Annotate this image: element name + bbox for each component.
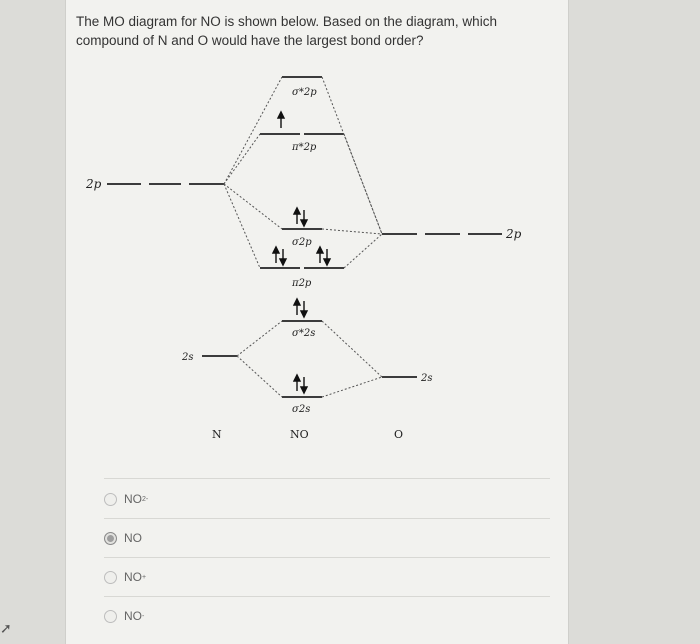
column-label-o: O [394, 428, 403, 441]
corr-line [321, 376, 383, 398]
radio-button-selected[interactable] [104, 531, 117, 545]
corr-line [321, 320, 383, 378]
label-sigma-star-2s: σ*2s [292, 328, 315, 339]
corr-line [223, 183, 283, 230]
label-n-2s: 2s [181, 352, 194, 363]
option-charge: 2- [142, 495, 149, 503]
corr-line [236, 355, 283, 398]
option-no[interactable]: NO [104, 528, 142, 548]
label-o-2p: 2p [505, 227, 522, 241]
radio-button[interactable] [104, 609, 117, 623]
label-n-2p: 2p [85, 177, 102, 191]
electron-pair-arrows [315, 245, 332, 267]
divider [104, 557, 550, 558]
cursor-arrow-icon: ➚ [0, 620, 12, 636]
corr-line [223, 76, 283, 185]
divider [104, 596, 550, 597]
radio-button[interactable] [104, 492, 117, 506]
corr-line [223, 183, 261, 269]
corr-line [223, 133, 261, 185]
corr-line [343, 233, 383, 269]
column-label-n: N [212, 428, 222, 441]
divider [104, 478, 550, 479]
corr-line [236, 320, 283, 357]
label-sigma-2p: σ2p [292, 237, 312, 248]
label-o-2s: 2s [420, 373, 433, 384]
corr-line [321, 76, 383, 235]
label-sigma-star-2p: σ*2p [292, 87, 317, 98]
corr-line [343, 133, 383, 235]
option-no-minus[interactable]: NO- [104, 606, 144, 626]
question-card [66, 0, 568, 644]
radio-button[interactable] [104, 570, 117, 584]
option-label: NO [124, 492, 142, 506]
electron-up-arrow [276, 110, 286, 128]
option-label: NO [124, 531, 142, 545]
label-sigma-2s: σ2s [292, 404, 310, 415]
option-no-plus[interactable]: NO+ [104, 567, 146, 587]
electron-pair-arrows [292, 297, 309, 319]
column-label-no: NO [290, 428, 309, 441]
option-charge: - [142, 612, 145, 620]
divider [104, 518, 550, 519]
option-label: NO [124, 609, 142, 623]
label-pi-star-2p: π*2p [291, 142, 317, 153]
label-pi-2p: π2p [291, 278, 312, 289]
electron-pair-arrows [292, 206, 309, 228]
option-label: NO [124, 570, 142, 584]
corr-line [321, 228, 383, 235]
electron-pair-arrows [292, 373, 309, 395]
option-charge: + [142, 573, 147, 581]
question-text: The MO diagram for NO is shown below. Ba… [76, 14, 497, 48]
electron-pair-arrows [271, 245, 288, 267]
